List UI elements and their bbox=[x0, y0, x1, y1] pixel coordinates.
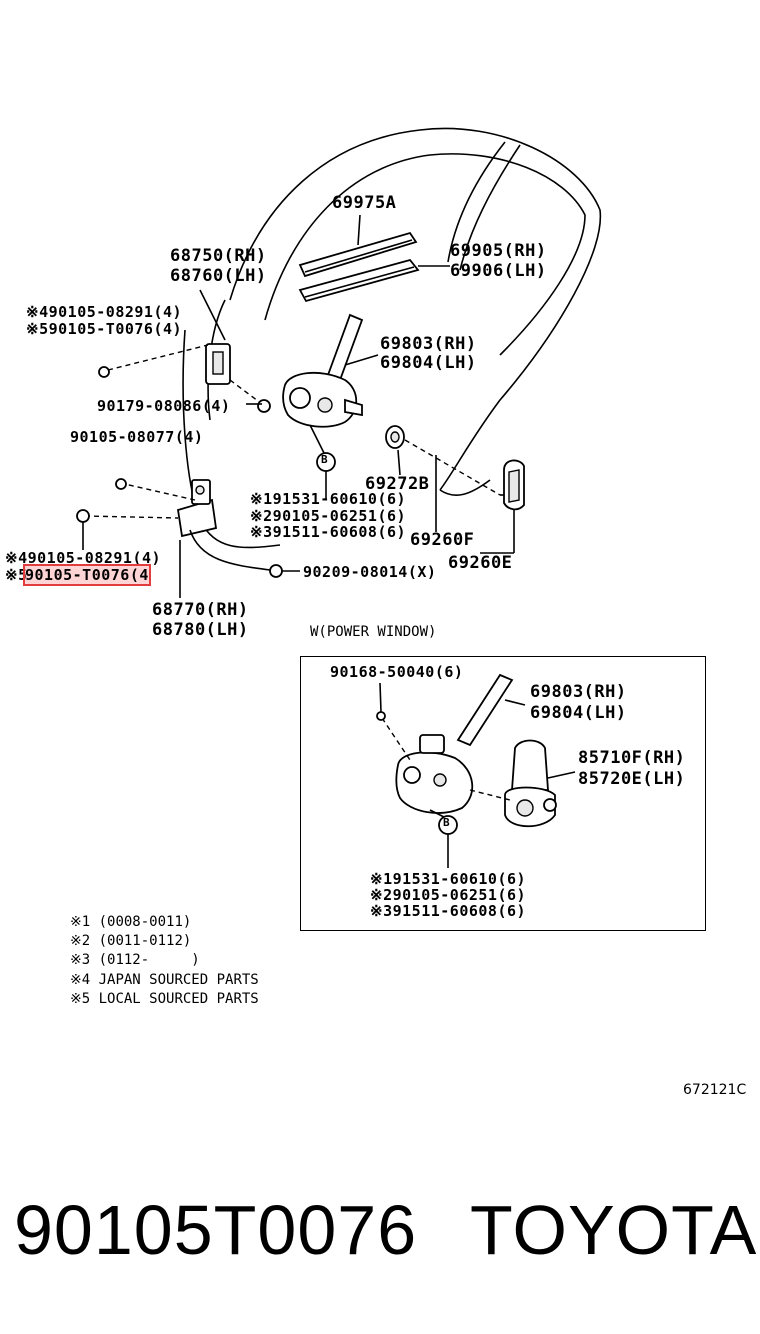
footnote-1: ※1 (0008-0011) bbox=[70, 914, 192, 930]
inset-label-290105: ※290105-06251(6) bbox=[370, 886, 527, 904]
label-69272b: 69272B bbox=[365, 474, 430, 494]
label-69260e: 69260E bbox=[448, 553, 513, 573]
inset-marker-b: B bbox=[443, 816, 451, 829]
label-69905: 69905(RH) bbox=[450, 241, 547, 261]
footnote-3: ※3 (0112- ) bbox=[70, 952, 200, 968]
inset-label-69803: 69803(RH) bbox=[530, 682, 627, 702]
label-90209: 90209-08014(X) bbox=[303, 563, 437, 581]
label-391511: ※391511-60608(6) bbox=[250, 523, 407, 541]
part-number: 90105T0076 bbox=[14, 1191, 418, 1269]
label-69803: 69803(RH) bbox=[380, 334, 477, 354]
label-69906: 69906(LH) bbox=[450, 261, 547, 281]
footnote-4: ※4 JAPAN SOURCED PARTS bbox=[70, 972, 259, 988]
label-69260f: 69260F bbox=[410, 530, 475, 550]
grommet-69272b bbox=[385, 425, 405, 449]
label-68750: 68750(RH) bbox=[170, 246, 267, 266]
label-90179: 90179-08086(4) bbox=[97, 397, 231, 415]
run-channel-69260e bbox=[503, 459, 525, 511]
label-5-prefix: ※5 bbox=[5, 566, 28, 584]
label-68770: 68770(RH) bbox=[152, 600, 249, 620]
highlighted-part-90105-t0076[interactable]: 90105-T0076(4 bbox=[23, 564, 151, 586]
label-69975a: 69975A bbox=[332, 193, 397, 213]
inset-title: W(POWER WINDOW) bbox=[310, 624, 437, 640]
label-590105-top: ※590105-T0076(4) bbox=[26, 320, 183, 338]
label-90105-08077: 90105-08077(4) bbox=[70, 428, 204, 446]
bolt-top bbox=[98, 366, 110, 378]
door-frame-outline bbox=[229, 127, 602, 491]
footnote-5: ※5 LOCAL SOURCED PARTS bbox=[70, 991, 259, 1007]
door-check-68750 bbox=[205, 343, 231, 385]
inset-label-85720e: 85720E(LH) bbox=[578, 769, 686, 789]
diagram-code: 672121C bbox=[683, 1082, 747, 1098]
inset-motor-85710f bbox=[504, 739, 557, 828]
inset-label-90168: 90168-50040(6) bbox=[330, 663, 464, 681]
inset-label-85710f: 85710F(RH) bbox=[578, 748, 686, 768]
label-490105-top: ※490105-08291(4) bbox=[26, 303, 183, 321]
label-69804: 69804(LH) bbox=[380, 353, 477, 373]
inset-label-391511: ※391511-60608(6) bbox=[370, 902, 527, 920]
inset-label-91531: ※191531-60610(6) bbox=[370, 870, 527, 888]
inset-label-69804: 69804(LH) bbox=[530, 703, 627, 723]
door-hinge-68770 bbox=[176, 479, 218, 538]
brand-name: TOYOTA bbox=[470, 1191, 758, 1269]
footnote-2: ※2 (0011-0112) bbox=[70, 933, 192, 949]
label-68780: 68780(LH) bbox=[152, 620, 249, 640]
inset-regulator-drawing bbox=[395, 673, 514, 814]
label-290105: ※290105-06251(6) bbox=[250, 507, 407, 525]
label-68760: 68760(LH) bbox=[170, 266, 267, 286]
marker-b: B bbox=[321, 453, 329, 466]
power-window-inset bbox=[300, 656, 706, 931]
label-91531: ※191531-60610(6) bbox=[250, 490, 407, 508]
label-490105-bottom: ※490105-08291(4) bbox=[5, 549, 162, 567]
window-regulator-69803 bbox=[282, 313, 364, 428]
weatherstrip-69975a bbox=[298, 231, 420, 303]
door-frame-inner bbox=[264, 153, 586, 356]
